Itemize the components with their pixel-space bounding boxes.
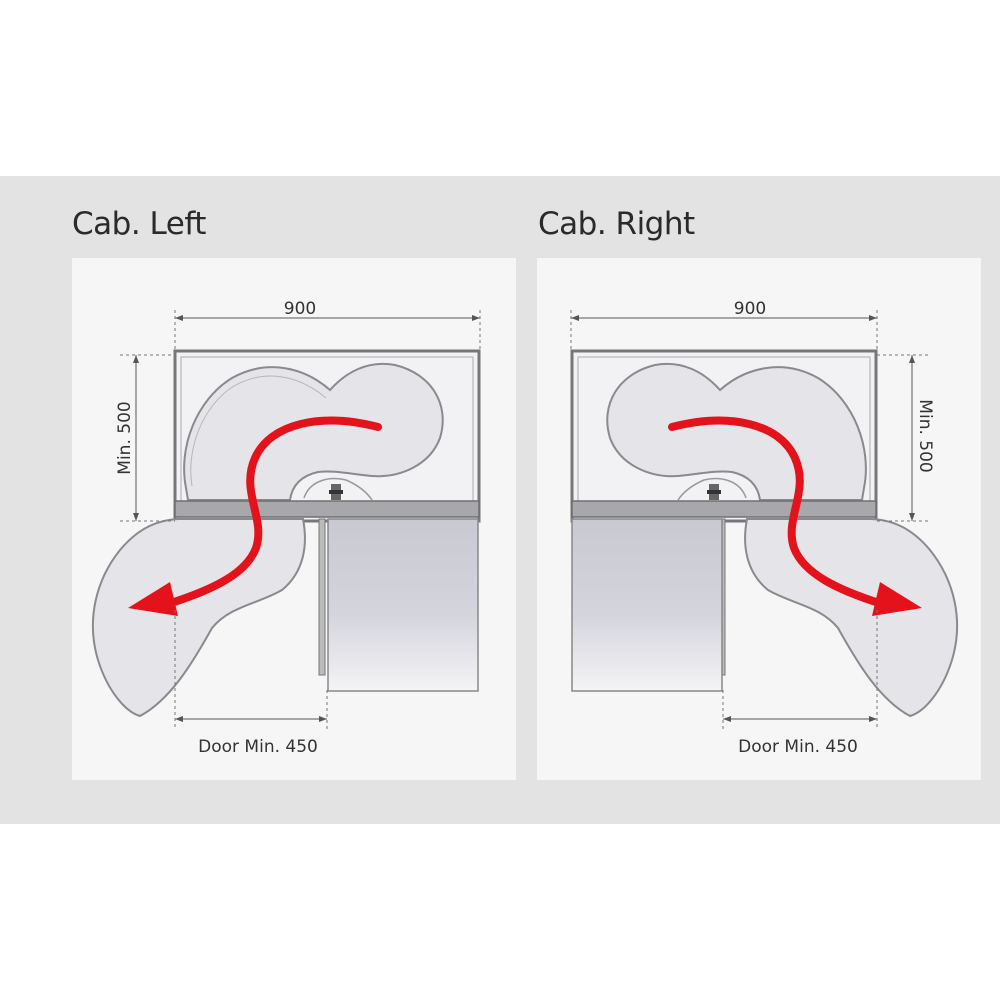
dimension-width: 900 [570,299,878,350]
width-label: 900 [734,299,766,319]
door-panel [571,518,723,692]
swing-arrow [164,416,382,608]
dimension-depth: Min. 500 [115,354,175,522]
cabinet-shelf [174,500,480,518]
diagram-cab-right: 900 Min. 500 Door Min. 450 [570,299,958,757]
lower-tray [744,518,958,718]
door-label: Door Min. 450 [738,737,858,757]
door-panel [327,518,479,692]
depth-label: Min. 500 [915,399,935,472]
tray-rim [190,375,327,487]
diagram-cab-left: 900 Min. 500 Door Min. 450 [92,299,481,757]
title-cab-right: Cab. Right [538,206,695,242]
door-label: Door Min. 450 [198,737,318,757]
title-cab-left: Cab. Left [72,206,206,242]
dimension-door: Door Min. 450 [174,610,328,757]
lower-tray [92,518,306,718]
dimension-depth: Min. 500 [877,354,935,522]
dimension-door: Door Min. 450 [722,610,878,757]
arrow-head [128,582,178,616]
swing-arrow [668,416,886,608]
depth-label: Min. 500 [115,401,135,474]
dimension-width: 900 [174,299,481,350]
arrow-head [872,582,922,616]
width-label: 900 [284,299,316,319]
pivot-mechanism [677,477,747,501]
cabinet-shelf [571,500,877,518]
door-edge [318,518,326,676]
pivot-mechanism [303,477,373,501]
